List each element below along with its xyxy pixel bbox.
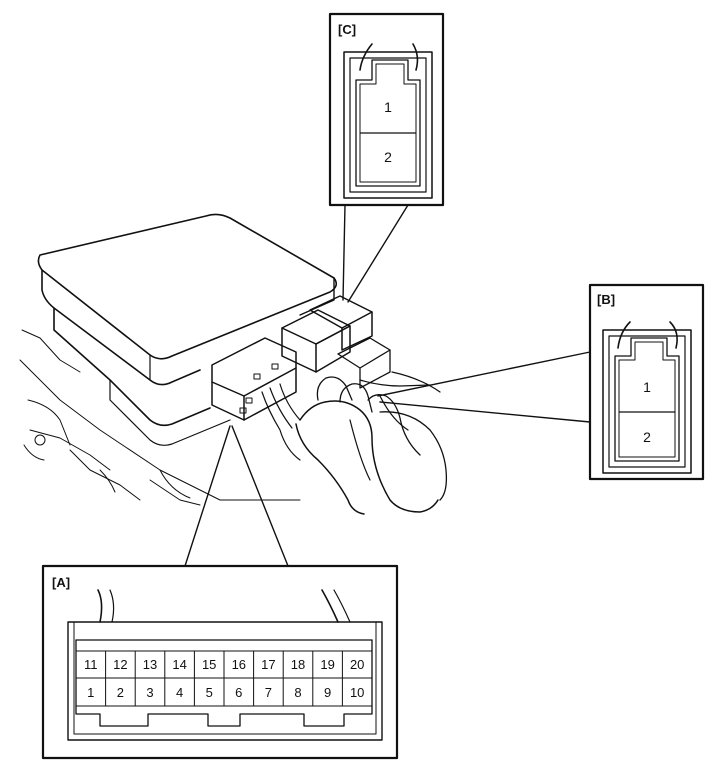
leader-lines (184, 204, 591, 567)
callout-a-bottom-pin-1: 1 (87, 685, 94, 700)
callout-b-label: [B] (597, 292, 615, 307)
callout-a-bottom-pin-7: 7 (265, 685, 272, 700)
callout-b-pin-2: 2 (643, 429, 651, 445)
callout-a-top-pin-17: 17 (261, 657, 275, 672)
callout-a-bottom-pin-10: 10 (350, 685, 364, 700)
callout-c (328, 12, 445, 207)
callout-a-top-pin-19: 19 (320, 657, 334, 672)
callout-b (588, 283, 705, 481)
callout-a-bottom-pin-4: 4 (176, 685, 183, 700)
callout-a-top-pin-15: 15 (202, 657, 216, 672)
callout-a-top-pin-12: 12 (113, 657, 127, 672)
callout-a-top-pin-13: 13 (143, 657, 157, 672)
callout-a-top-pin-20: 20 (350, 657, 364, 672)
callout-c-pin-1: 1 (384, 99, 392, 115)
pin-grid-lines (105, 650, 343, 707)
callout-c-label: [C] (338, 22, 356, 37)
callout-a-bottom-pin-5: 5 (206, 685, 213, 700)
callout-a-label: [A] (52, 575, 70, 590)
callout-a-top-pin-11: 11 (84, 657, 98, 672)
callout-a (41, 564, 399, 760)
callout-a-top-pin-14: 14 (172, 657, 186, 672)
callout-c-pin-2: 2 (384, 149, 392, 165)
relay-box-illustration (19, 213, 448, 515)
callout-a-bottom-pin-9: 9 (324, 685, 331, 700)
callout-a-bottom-pin-6: 6 (235, 685, 242, 700)
callout-a-top-pin-18: 18 (291, 657, 305, 672)
callout-a-bottom-pin-2: 2 (117, 685, 124, 700)
callout-b-pin-1: 1 (643, 379, 651, 395)
callout-a-top-pin-16: 16 (232, 657, 246, 672)
callout-a-bottom-pin-8: 8 (294, 685, 301, 700)
callout-a-bottom-pin-3: 3 (146, 685, 153, 700)
